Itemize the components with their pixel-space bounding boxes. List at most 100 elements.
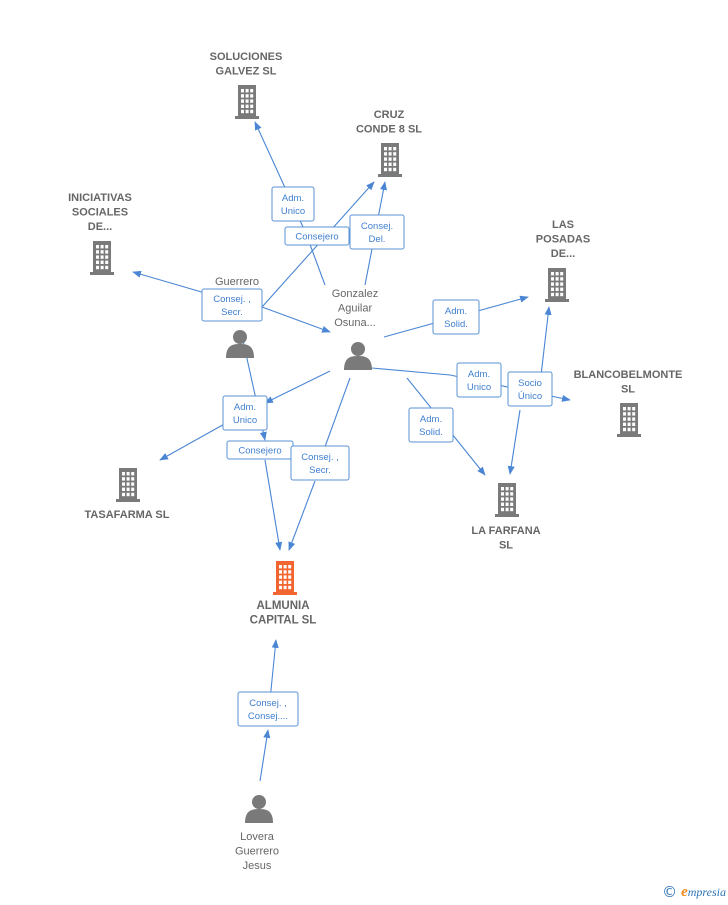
building-window [245,109,249,114]
building-window [105,255,109,259]
node-guerrero[interactable]: Guerrero [215,276,259,358]
building-window [250,94,254,98]
building-window [501,507,504,512]
relation-r6[interactable]: Adm.Unico [456,362,502,398]
building-window [388,167,392,172]
relation-label: Unico [233,415,257,426]
relation-label: Consej. , [249,698,287,709]
edge-12 [264,370,331,404]
building-window [510,502,514,506]
building-window [627,412,631,416]
building-window [100,245,104,249]
relation-r1[interactable]: Adm.Unico [271,186,315,222]
building-window [388,157,392,161]
relation-r11[interactable]: Consej. ,Secr. [290,445,350,481]
relation-label: Consejero [295,232,338,243]
node-iniciativas[interactable]: INICIATIVASSOCIALESDE... [68,192,132,275]
node-label: DE... [551,248,575,260]
building-window [510,507,514,512]
relation-box[interactable] [271,186,315,222]
person-head [252,795,266,809]
node-label: TASAFARMA SL [85,509,170,521]
person-head [351,342,365,356]
building-window [288,580,292,584]
relation-box[interactable] [456,362,502,398]
building-icon [378,143,402,177]
relation-r10[interactable]: Consejero [226,440,294,460]
person-head [233,330,247,344]
building-window [279,585,282,590]
relation-label: Unico [281,206,305,217]
relation-label: Consej. [361,221,393,232]
building-window [245,99,249,103]
building-window [100,255,104,259]
relation-box[interactable] [349,214,405,250]
node-label: Gonzalez [332,288,378,300]
relation-r2[interactable]: Consejero [284,226,350,246]
building-base [617,434,641,437]
relation-box[interactable] [408,407,454,443]
edge-15 [264,459,283,551]
relation-r3[interactable]: Consej.Del. [349,214,405,250]
edge-16 [321,377,351,456]
relation-label: Solid. [419,427,443,438]
relation-label: Solid. [444,319,468,330]
building-window [283,585,287,590]
person-body [344,356,372,370]
node-label: LAS [552,219,574,231]
building-window [96,265,99,270]
building-window [632,417,636,421]
node-cruz[interactable]: CRUZ CONDE 8 SL [356,109,422,177]
building-window [560,287,564,291]
building-window [560,292,564,297]
edge-18 [259,729,271,782]
building-window [96,260,99,264]
building-window [288,575,292,579]
node-posadas[interactable]: LASPOSADASDE... [536,219,590,302]
relation-box[interactable] [237,691,299,727]
building-window [505,502,509,506]
node-label: CONDE 8 SL [356,124,422,136]
building-window [100,260,104,264]
relation-label: Adm. [420,414,442,425]
building-window [632,422,636,426]
relation-box[interactable] [507,371,553,407]
building-window [288,585,292,590]
relation-r12[interactable]: Consej. ,Consej.... [237,691,299,727]
node-label: CRUZ [374,109,405,121]
node-tasafarma[interactable]: TASAFARMA SL [85,468,170,521]
building-window [131,492,135,497]
relation-r5[interactable]: Adm.Solid. [432,299,480,335]
person-icon [226,330,254,358]
building-window [551,277,554,281]
node-label: Lovera [240,831,275,843]
building-window [560,282,564,286]
building-base [235,116,259,119]
relation-r4[interactable]: Consej. ,Secr. [201,288,263,322]
relation-box[interactable] [222,395,268,431]
edge-10 [507,409,521,475]
building-window [555,277,559,281]
relation-box[interactable] [432,299,480,335]
edge-17 [288,480,316,551]
building-window [388,147,392,151]
building-window [505,497,509,501]
relation-r8[interactable]: Adm.Unico [222,395,268,431]
edge-9 [539,306,552,385]
building-window [501,492,504,496]
node-label: Jesus [243,860,272,872]
relation-box[interactable] [284,226,350,246]
building-window [283,565,287,569]
relation-r9[interactable]: Adm. Solid. [408,407,454,443]
building-window [384,162,387,166]
relation-box[interactable] [201,288,263,322]
node-gonzalez[interactable]: GonzalezAguilarOsuna... [332,288,378,370]
relation-box[interactable] [290,445,350,481]
building-window [632,427,636,432]
